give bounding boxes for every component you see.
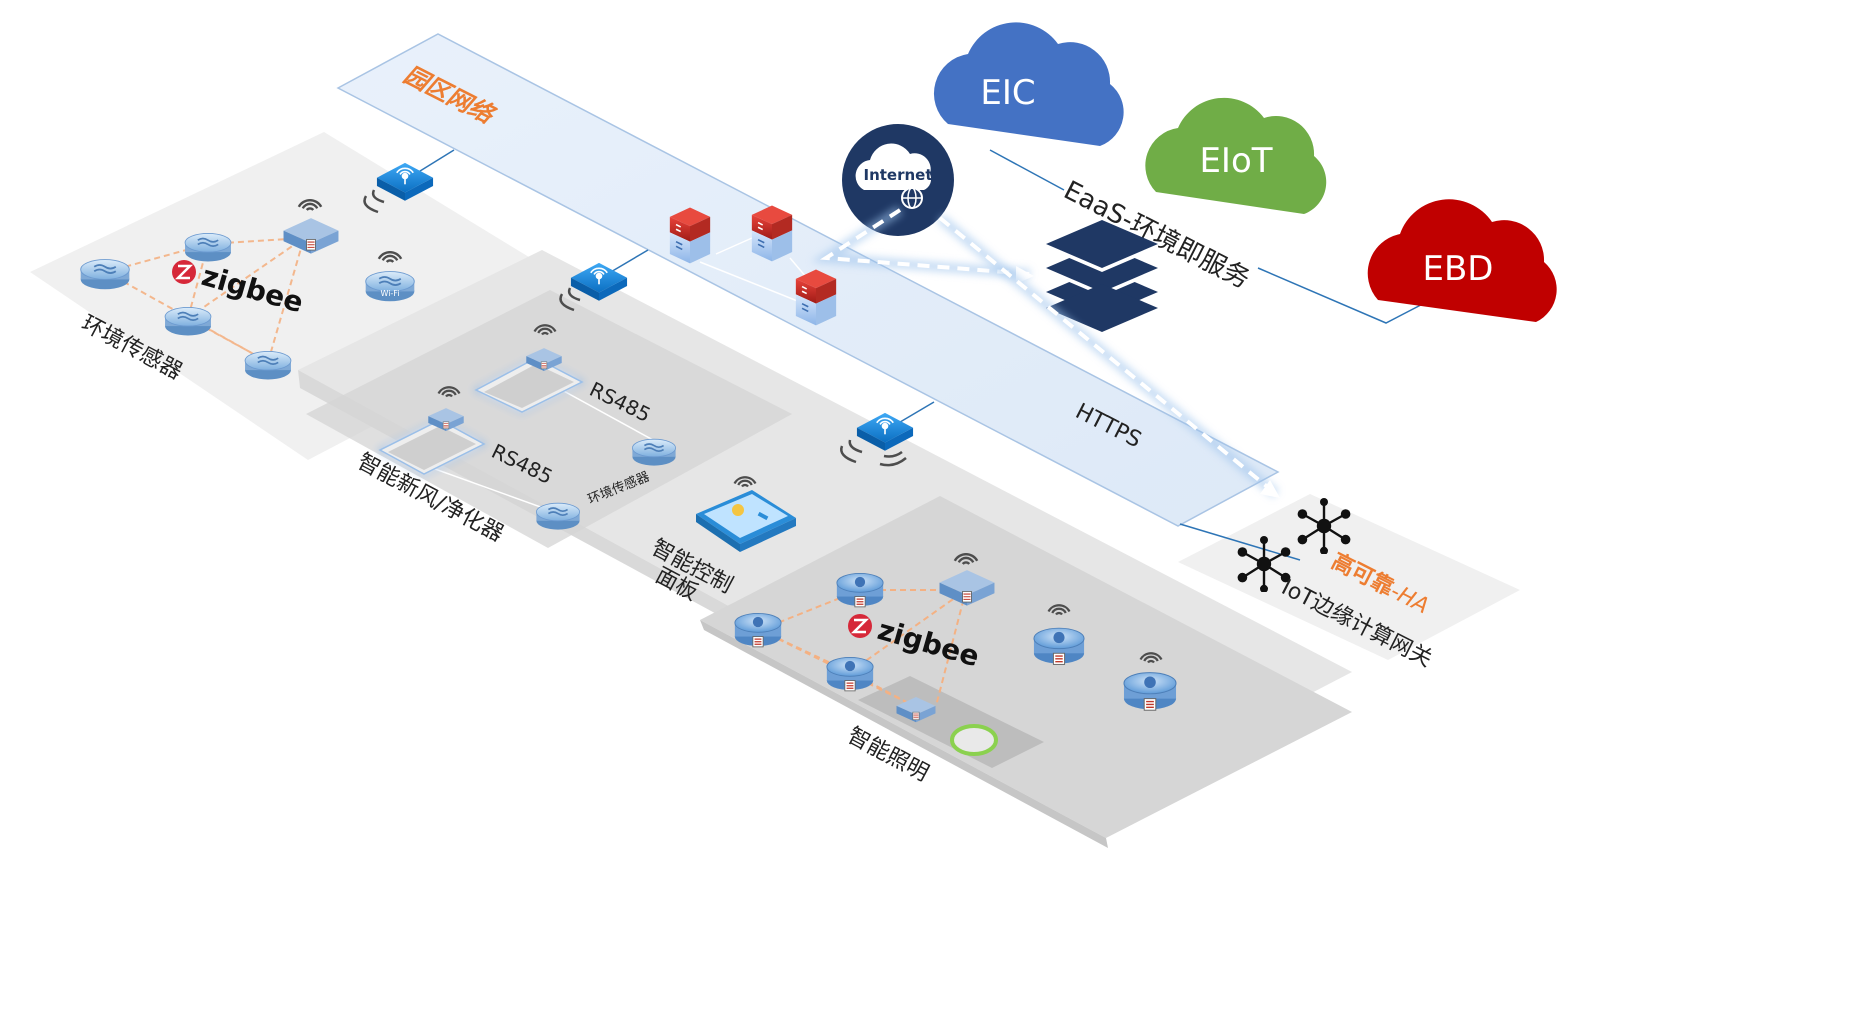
env-sensor-device-2 — [184, 232, 232, 263]
wifi-sensor-label: Wi-Fi — [380, 289, 399, 298]
globe-icon — [901, 187, 923, 209]
control-panel-device — [696, 490, 796, 552]
fresh-air-sensor-2 — [535, 502, 581, 531]
access-points — [363, 162, 914, 467]
cloud-eic: EIC — [933, 22, 1124, 146]
cloud-ebd-label: EBD — [1423, 249, 1494, 289]
cloud-eic-label: EIC — [980, 73, 1035, 113]
core-switch-3 — [795, 268, 837, 327]
env-sensor-device-3 — [164, 306, 212, 337]
env-sensor-device-4 — [244, 350, 292, 381]
wifi-sensor: Wi-Fi — [364, 250, 416, 303]
layers-stack-icon — [1046, 220, 1158, 336]
core-switch-1 — [669, 206, 711, 265]
platform-fresh-air — [306, 290, 792, 548]
light-sensor-ring — [950, 724, 998, 756]
light-bulb-2 — [836, 572, 884, 608]
internet-label: Internet — [863, 166, 932, 184]
core-switches — [669, 204, 837, 327]
env-sensor-device-1 — [79, 258, 131, 291]
platform-gateway — [1178, 494, 1520, 660]
platform-lighting-front — [700, 620, 1108, 848]
light-bulb-4 — [1033, 627, 1085, 666]
cloud-eiot: EIoT — [1145, 97, 1327, 214]
internet-node: Internet — [842, 124, 954, 236]
core-switch-2 — [751, 204, 793, 263]
purifier-unit-2 — [472, 324, 586, 414]
lighting-switch-pad — [858, 676, 1044, 768]
light-bulb-1 — [734, 612, 782, 648]
cloud-ebd: EBD — [1367, 199, 1557, 322]
fresh-air-sensor-1 — [631, 438, 677, 467]
purifier-unit-1 — [376, 386, 488, 476]
light-bulb-3 — [826, 656, 874, 692]
light-bulb-5 — [1123, 671, 1177, 711]
cloud-eiot-label: EIoT — [1199, 141, 1272, 181]
